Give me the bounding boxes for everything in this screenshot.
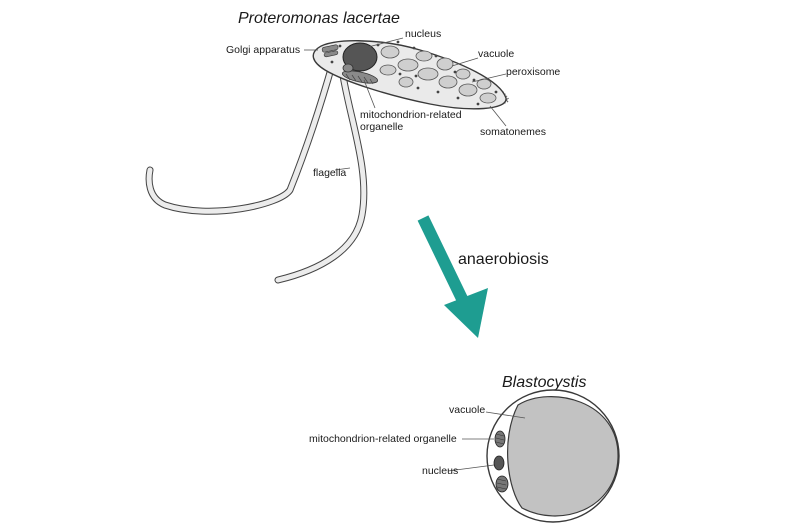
anaerobiosis-arrow bbox=[417, 215, 488, 338]
label-peroxisome: peroxisome bbox=[506, 66, 560, 78]
label-vacuole-bottom: vacuole bbox=[449, 404, 485, 416]
label-mitochondrion-line1: mitochondrion-related bbox=[360, 109, 462, 121]
nucleus-organelle bbox=[342, 42, 378, 72]
mitochondrion-organelle bbox=[341, 63, 379, 85]
mitochondrion-organelles-bottom bbox=[494, 430, 509, 493]
golgi-apparatus bbox=[321, 44, 339, 58]
flagella bbox=[145, 58, 368, 284]
label-anaerobiosis: anaerobiosis bbox=[458, 251, 549, 268]
blastocystis-title: Blastocystis bbox=[502, 374, 586, 391]
nucleus-organelle-bottom bbox=[493, 455, 505, 471]
label-nucleus-top: nucleus bbox=[405, 28, 441, 40]
proteromonas-cell bbox=[145, 40, 510, 284]
blastocystis-cell bbox=[486, 389, 620, 523]
label-vacuole-top: vacuole bbox=[478, 48, 514, 60]
label-nucleus-bottom: nucleus bbox=[422, 465, 458, 477]
peroxisomes bbox=[330, 40, 498, 106]
proteromonas-title: Proteromonas lacertae bbox=[238, 10, 400, 27]
label-golgi-apparatus: Golgi apparatus bbox=[226, 44, 300, 56]
vacuoles bbox=[379, 45, 497, 104]
label-somatonemes: somatonemes bbox=[480, 126, 546, 138]
label-mitochondrion-line2: organelle bbox=[360, 121, 403, 133]
label-flagella: flagella bbox=[313, 167, 346, 179]
label-mitochondrion-bottom: mitochondrion-related organelle bbox=[309, 433, 457, 445]
central-vacuole bbox=[507, 396, 619, 517]
